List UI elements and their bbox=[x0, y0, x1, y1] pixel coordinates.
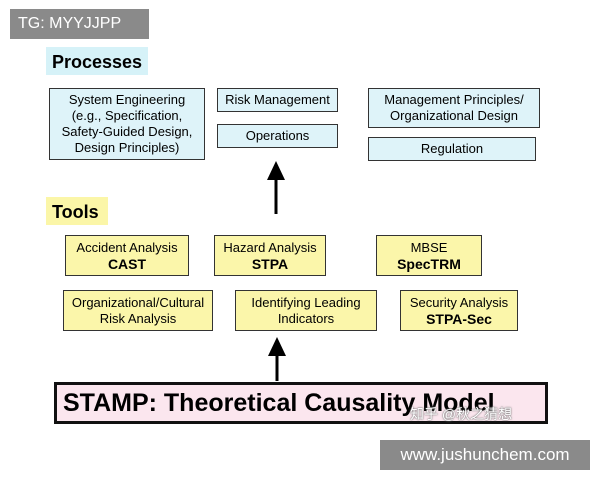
management-principles-box: Management Principles/ Organizational De… bbox=[368, 88, 540, 128]
leading-indicators-box: Identifying Leading Indicators bbox=[235, 290, 377, 331]
org-cultural-risk-box: Organizational/Cultural Risk Analysis bbox=[63, 290, 213, 331]
risk-management-label: Risk Management bbox=[225, 92, 330, 107]
system-engineering-box: System Engineering (e.g., Specification,… bbox=[49, 88, 205, 160]
mbse-box: MBSE SpecTRM bbox=[376, 235, 482, 276]
processes-heading: Processes bbox=[46, 47, 148, 75]
operations-label: Operations bbox=[245, 128, 310, 143]
leading-indicators-line-1: Identifying Leading bbox=[251, 294, 361, 310]
system-engineering-line-1: System Engineering bbox=[68, 92, 186, 107]
hazard-analysis-box: Hazard Analysis STPA bbox=[214, 235, 326, 276]
management-principles-line-1: Management Principles/ bbox=[384, 92, 524, 107]
system-engineering-line-3: Safety-Guided Design, bbox=[61, 124, 193, 139]
leading-indicators-line-2: Indicators bbox=[277, 310, 335, 326]
system-engineering-line-4: Design Principles) bbox=[74, 140, 180, 155]
management-principles-line-2: Organizational Design bbox=[390, 108, 518, 123]
stpa-sec-label: STPA-Sec bbox=[426, 310, 492, 327]
spectrm-label: SpecTRM bbox=[397, 255, 461, 272]
url-badge: www.jushunchem.com bbox=[380, 440, 590, 470]
tg-badge: TG: MYYJJPP bbox=[10, 9, 149, 39]
regulation-box: Regulation bbox=[368, 137, 536, 161]
arrow-model-to-tools bbox=[268, 337, 286, 381]
security-analysis-label: Security Analysis bbox=[409, 294, 509, 310]
arrow-tools-to-processes bbox=[267, 161, 285, 214]
tools-heading: Tools bbox=[46, 197, 108, 225]
cast-label: CAST bbox=[107, 255, 147, 272]
regulation-label: Regulation bbox=[420, 141, 484, 156]
stamp-model-box: STAMP: Theoretical Causality Model bbox=[54, 382, 548, 424]
hazard-analysis-label: Hazard Analysis bbox=[223, 239, 317, 255]
zhihu-watermark: 知乎 @秋之猜想 bbox=[410, 406, 513, 422]
stpa-label: STPA bbox=[251, 255, 289, 272]
risk-management-box: Risk Management bbox=[217, 88, 338, 112]
mbse-label: MBSE bbox=[410, 239, 448, 255]
accident-analysis-box: Accident Analysis CAST bbox=[65, 235, 189, 276]
org-cultural-line-2: Risk Analysis bbox=[99, 310, 177, 326]
org-cultural-line-1: Organizational/Cultural bbox=[71, 294, 205, 310]
accident-analysis-label: Accident Analysis bbox=[76, 239, 178, 255]
system-engineering-line-2: (e.g., Specification, bbox=[71, 108, 183, 123]
operations-box: Operations bbox=[217, 124, 338, 148]
security-analysis-box: Security Analysis STPA-Sec bbox=[400, 290, 518, 331]
